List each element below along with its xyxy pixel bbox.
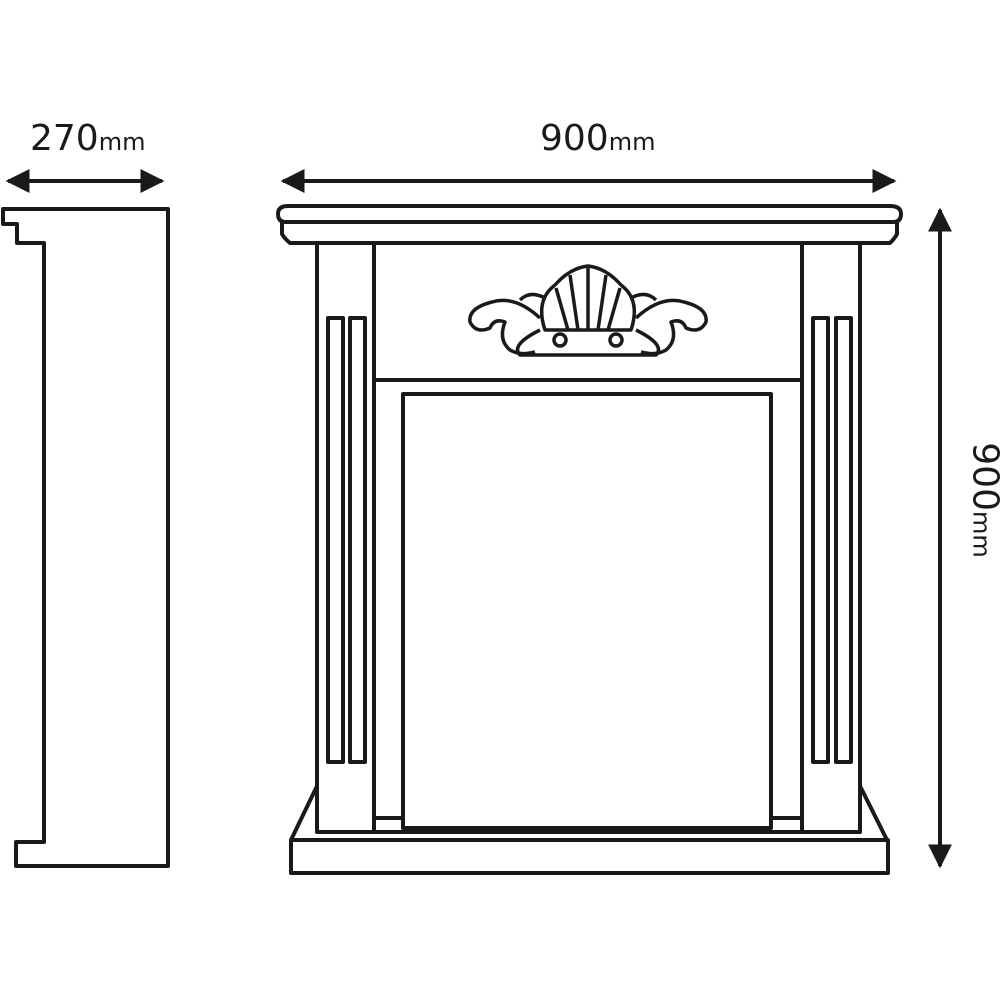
height-value: 900: [964, 442, 1000, 511]
depth-unit: mm: [98, 128, 146, 156]
height-dimension-label: 900mm: [965, 442, 1000, 557]
pillar-flutes: [326, 316, 853, 764]
hearth-base: [289, 785, 890, 875]
width-value: 900: [540, 118, 609, 159]
height-unit: mm: [967, 510, 996, 558]
width-unit: mm: [608, 128, 656, 156]
depth-value: 270: [30, 118, 99, 159]
width-dimension-label: 900mm: [540, 118, 655, 159]
shell-ornament-icon: [468, 264, 708, 357]
depth-dimension-label: 270mm: [30, 118, 145, 159]
side-profile: [1, 207, 170, 868]
firebox-panel: [401, 392, 773, 830]
mantel-shelf: [276, 204, 903, 245]
